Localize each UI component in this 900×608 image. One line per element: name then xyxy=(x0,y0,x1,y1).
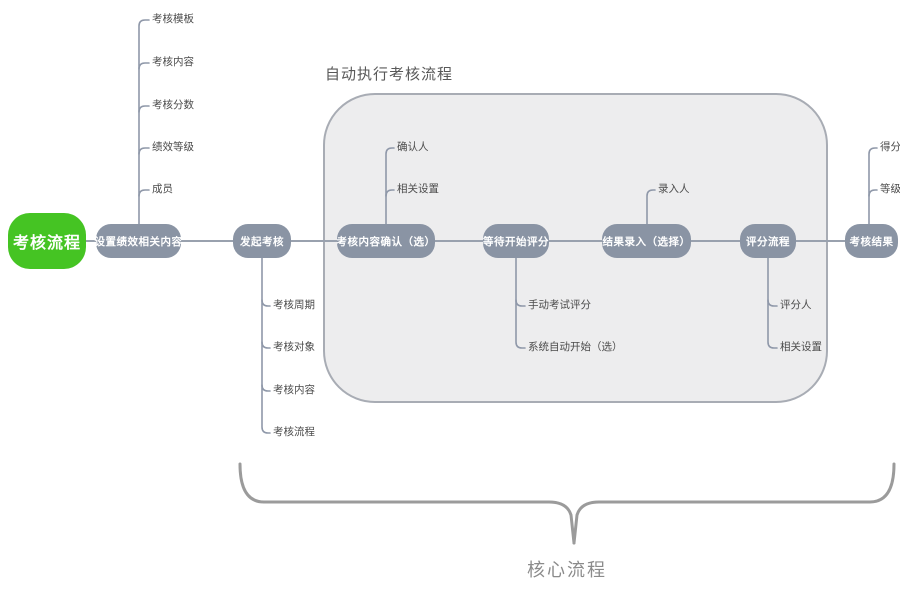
node-launch-assessment: 发起考核 xyxy=(233,224,291,258)
setup-branch-lines xyxy=(138,19,150,225)
twig-target: 考核对象 xyxy=(273,341,315,353)
node-confirm-content: 考核内容确认（选） xyxy=(337,224,435,258)
twig-score: 考核分数 xyxy=(152,99,194,111)
node-assessment-result: 考核结果 xyxy=(845,224,898,258)
twig-scoring-settings: 相关设置 xyxy=(780,341,822,353)
twig-launch-flow: 考核流程 xyxy=(273,426,315,438)
twig-final-score: 得分 xyxy=(880,141,900,153)
twig-final-grade: 等级 xyxy=(880,183,900,195)
twig-content: 考核内容 xyxy=(152,56,194,68)
twig-entry-person: 录入人 xyxy=(658,183,690,195)
core-flow-label: 核心流程 xyxy=(527,560,607,580)
twig-manual-scoring: 手动考试评分 xyxy=(528,299,591,311)
scoring-branch-lines xyxy=(767,257,778,349)
wait-branch-lines xyxy=(515,257,526,349)
core-flow-brace xyxy=(238,462,896,545)
twig-confirm-settings: 相关设置 xyxy=(397,183,439,195)
node-wait-scoring: 等待开始评分 xyxy=(483,224,549,258)
entry-branch-lines xyxy=(646,189,656,225)
confirm-branch-lines xyxy=(385,147,395,225)
node-result-entry: 结果录入（选择） xyxy=(602,224,691,258)
twig-cycle: 考核周期 xyxy=(273,299,315,311)
launch-branch-lines xyxy=(261,257,271,434)
node-setup-performance-content: 设置绩效相关内容 xyxy=(95,224,182,258)
twig-auto-start: 系统自动开始（选） xyxy=(528,341,623,353)
twig-launch-content: 考核内容 xyxy=(273,384,315,396)
twig-template: 考核模板 xyxy=(152,13,194,25)
auto-flow-container-title: 自动执行考核流程 xyxy=(325,66,454,83)
twig-members: 成员 xyxy=(152,183,173,195)
twig-scorer: 评分人 xyxy=(780,299,812,311)
twig-confirmer: 确认人 xyxy=(397,141,429,153)
node-scoring-flow: 评分流程 xyxy=(740,224,796,258)
node-assessment-flow: 考核流程 xyxy=(8,213,86,269)
twig-grade-levels: 绩效等级 xyxy=(152,141,194,153)
result-branch-lines xyxy=(868,147,878,225)
